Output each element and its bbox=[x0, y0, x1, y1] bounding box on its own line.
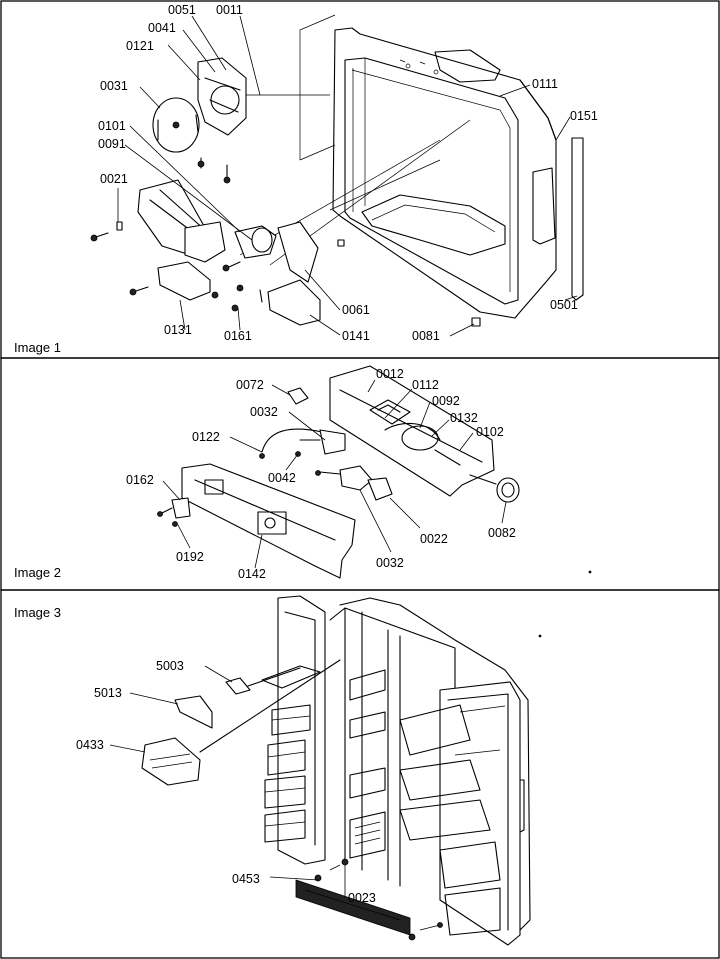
part-label: 0031 bbox=[100, 79, 128, 93]
part-label: 0022 bbox=[420, 532, 448, 546]
part-label: 0192 bbox=[176, 550, 204, 564]
part-label: 0011 bbox=[216, 3, 243, 17]
part-label: 0032 bbox=[376, 556, 404, 570]
part-label: 0082 bbox=[488, 526, 516, 540]
part-label: 0132 bbox=[450, 411, 478, 425]
part-label: 0061 bbox=[342, 303, 370, 317]
part-label: 0112 bbox=[412, 378, 439, 392]
part-label: 0433 bbox=[76, 738, 104, 752]
part-label: 0051 bbox=[168, 3, 196, 17]
part-label: 0012 bbox=[376, 367, 404, 381]
part-label: 5013 bbox=[94, 686, 122, 700]
part-label: 0151 bbox=[570, 109, 598, 123]
panel-1-title: Image 1 bbox=[14, 340, 61, 355]
leader-lines bbox=[109, 15, 578, 897]
part-label: 0041 bbox=[148, 21, 176, 35]
part-label: 0102 bbox=[476, 425, 504, 439]
part-label: 0111 bbox=[532, 77, 558, 91]
part-label: 0142 bbox=[238, 567, 266, 581]
part-label: 0072 bbox=[236, 378, 264, 392]
panel-3-title: Image 3 bbox=[14, 605, 61, 620]
part-label: 0091 bbox=[98, 137, 126, 151]
part-label: 0501 bbox=[550, 298, 578, 312]
part-label: 0021 bbox=[100, 172, 128, 186]
panel-2-drawing bbox=[157, 365, 520, 579]
panel-1-drawing bbox=[90, 14, 584, 327]
part-label: 0023 bbox=[348, 891, 376, 905]
part-label: 5003 bbox=[156, 659, 184, 673]
panel-2-title: Image 2 bbox=[14, 565, 61, 580]
part-label: 0032 bbox=[250, 405, 278, 419]
part-label: 0101 bbox=[98, 119, 126, 133]
part-label: 0081 bbox=[412, 329, 440, 343]
panel-3-drawing bbox=[141, 570, 592, 946]
part-label: 0122 bbox=[192, 430, 220, 444]
panel-3-border bbox=[0, 589, 720, 959]
part-label: 0131 bbox=[164, 323, 192, 337]
part-label: 0162 bbox=[126, 473, 154, 487]
part-label: 0141 bbox=[342, 329, 370, 343]
part-label: 0092 bbox=[432, 394, 460, 408]
panel-3 bbox=[0, 589, 720, 959]
part-label: 0042 bbox=[268, 471, 296, 485]
part-label: 0161 bbox=[224, 329, 252, 343]
part-label: 0453 bbox=[232, 872, 260, 886]
part-label: 0121 bbox=[126, 39, 154, 53]
